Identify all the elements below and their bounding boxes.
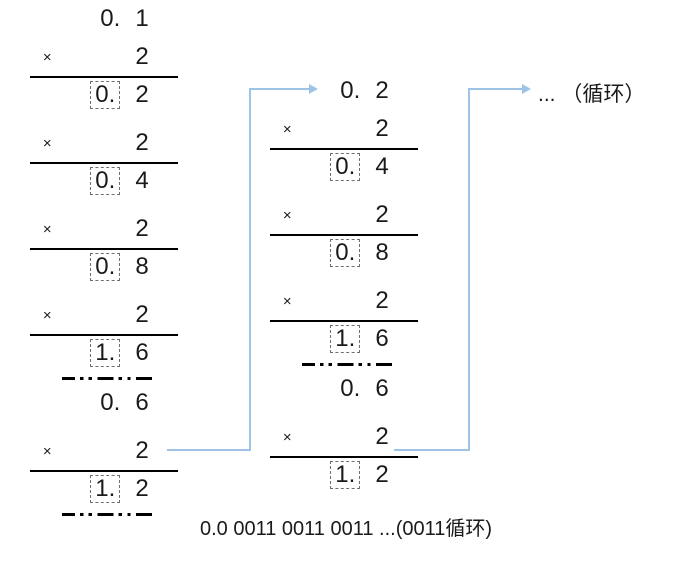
- result-digit: 6: [135, 389, 149, 416]
- connector-segment-vertical: [249, 88, 251, 451]
- left-block-3-result-row: 0. 8: [26, 248, 176, 286]
- operand-digit: 2: [135, 301, 149, 328]
- middle-column: 0. 2 × 2 0. 4 × 2 0. 8 ×: [266, 72, 418, 494]
- spacer: [266, 272, 416, 282]
- multiply-icon: ×: [42, 48, 52, 66]
- middle-block-1-operand-row: × 2: [266, 110, 416, 148]
- header-int-part: 0.: [340, 77, 361, 104]
- multiply-icon: ×: [282, 206, 292, 224]
- spacer: [26, 114, 176, 124]
- connector-segment-horizontal-bottom: [167, 449, 251, 451]
- left-block-4-operand-row: × 2: [26, 296, 176, 334]
- middle-block-3-operand-row: × 2: [266, 282, 416, 320]
- operand-digit: 2: [375, 423, 389, 450]
- result-int-boxed: 1.: [69, 338, 124, 368]
- left-column-header-row: 0. 1: [26, 0, 176, 38]
- middle-block-5-result-row: 1. 2: [266, 456, 416, 494]
- header-int-part: 0.: [100, 5, 121, 32]
- result-int-value: 0.: [90, 252, 121, 282]
- result-int-boxed: 0.: [309, 152, 364, 182]
- connector-segment-horizontal-bottom: [394, 449, 470, 451]
- operand-digit: 2: [135, 43, 149, 70]
- connector-segment-horizontal-top: [468, 88, 524, 90]
- result-int-boxed: 1.: [309, 324, 364, 354]
- middle-carry-separator: [266, 358, 416, 370]
- result-digit: 8: [135, 253, 149, 280]
- result-digit: 2: [135, 475, 149, 502]
- left-block-2-result-row: 0. 4: [26, 162, 176, 200]
- left-block-5-result-row: 0. 6: [26, 384, 176, 422]
- result-caption: 0.0 0011 0011 0011 ...(0011循环): [199, 518, 493, 540]
- operand-digit: 2: [135, 129, 149, 156]
- left-column: 0. 1 × 2 0. 2 × 2 0. 4 ×: [26, 0, 178, 520]
- operand-digit: 2: [135, 437, 149, 464]
- result-digit: 6: [135, 339, 149, 366]
- result-int-value: 0.: [330, 152, 361, 182]
- spacer: [26, 200, 176, 210]
- middle-block-5-operand-row: × 2: [266, 418, 416, 456]
- result-int-boxed: 0.: [69, 252, 124, 282]
- header-digit: 1: [135, 5, 149, 32]
- result-int-value: 0.: [340, 375, 361, 402]
- result-int-boxed: 1.: [309, 460, 364, 490]
- result-int-value: 0.: [90, 166, 121, 196]
- result-digit: 2: [375, 461, 389, 488]
- left-block-4-result-row: 1. 6: [26, 334, 176, 372]
- left-block-6-operand-row: × 2: [26, 432, 176, 470]
- multiply-icon: ×: [42, 306, 52, 324]
- header-digit: 2: [375, 77, 389, 104]
- multiply-icon: ×: [282, 292, 292, 310]
- operand-digit: 2: [375, 115, 389, 142]
- connector-segment-horizontal-top: [249, 88, 311, 90]
- result-digit: 4: [375, 153, 389, 180]
- loop-label: ... （循环）: [538, 83, 646, 106]
- arrow-head-icon: [309, 84, 318, 94]
- result-int-boxed: 0.: [69, 166, 124, 196]
- multiply-icon: ×: [42, 134, 52, 152]
- result-int-boxed: 0.: [69, 80, 124, 110]
- multiply-icon: ×: [282, 428, 292, 446]
- multiply-icon: ×: [42, 220, 52, 238]
- result-int-value: 1.: [330, 460, 361, 490]
- multiply-icon: ×: [282, 120, 292, 138]
- result-digit: 4: [135, 167, 149, 194]
- left-block-2-operand-row: × 2: [26, 124, 176, 162]
- connector-segment-vertical: [468, 88, 470, 451]
- result-digit: 6: [375, 375, 389, 402]
- spacer: [26, 286, 176, 296]
- middle-block-2-result-row: 0. 8: [266, 234, 416, 272]
- operand-digit: 2: [375, 201, 389, 228]
- result-int-value: 0.: [100, 389, 121, 416]
- left-block-1-result-row: 0. 2: [26, 76, 176, 114]
- left-carry-separator: [26, 372, 176, 384]
- result-int-boxed: 1.: [69, 474, 124, 504]
- result-digit: 8: [375, 239, 389, 266]
- result-int-value: 1.: [90, 338, 121, 368]
- operand-digit: 2: [375, 287, 389, 314]
- multiply-icon: ×: [42, 442, 52, 460]
- middle-column-header-row: 0. 2: [266, 72, 416, 110]
- operand-digit: 2: [135, 215, 149, 242]
- result-int-value: 1.: [330, 324, 361, 354]
- middle-block-2-operand-row: × 2: [266, 196, 416, 234]
- middle-block-1-result-row: 0. 4: [266, 148, 416, 186]
- left-block-3-operand-row: × 2: [26, 210, 176, 248]
- left-final-separator: [26, 508, 176, 520]
- spacer: [26, 422, 176, 432]
- middle-block-4-result-row: 0. 6: [266, 370, 416, 408]
- result-int-boxed: 0.: [309, 238, 364, 268]
- left-block-1-operand-row: × 2: [26, 38, 176, 76]
- middle-block-3-result-row: 1. 6: [266, 320, 416, 358]
- spacer: [266, 186, 416, 196]
- spacer: [266, 408, 416, 418]
- result-int-value: 0.: [90, 80, 121, 110]
- result-int-value: 0.: [330, 238, 361, 268]
- arrow-head-icon: [522, 84, 531, 94]
- result-digit: 2: [135, 81, 149, 108]
- result-int-value: 1.: [90, 474, 121, 504]
- left-block-6-result-row: 1. 2: [26, 470, 176, 508]
- result-digit: 6: [375, 325, 389, 352]
